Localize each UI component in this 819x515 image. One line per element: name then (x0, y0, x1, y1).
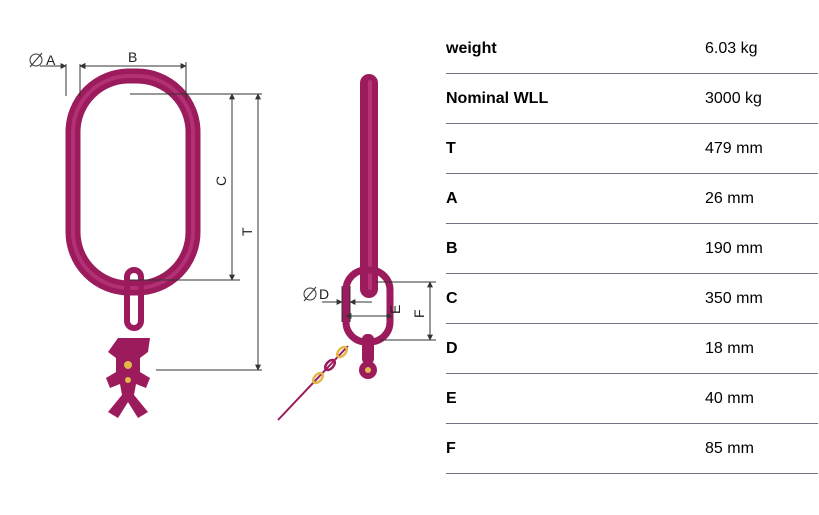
table-row: Nominal WLL 3000 kg (446, 73, 818, 124)
spec-value: 40 mm (705, 373, 818, 424)
table-row: B 190 mm (446, 223, 818, 274)
master-link-outer (65, 68, 201, 296)
table-row: A 26 mm (446, 173, 818, 224)
master-link-highlight (71, 74, 195, 290)
table-row: D 18 mm (446, 323, 818, 374)
label-e: E (387, 305, 403, 314)
label-t: T (239, 227, 255, 236)
front-dimensions (40, 62, 262, 371)
spec-key: T (446, 123, 705, 174)
label-dia-a: A (46, 52, 56, 68)
master-link-front-view (65, 68, 201, 418)
spec-value: 18 mm (705, 323, 818, 374)
spec-value: 85 mm (705, 423, 818, 474)
table-row: E 40 mm (446, 373, 818, 424)
technical-drawing: A B C T D E F (29, 49, 436, 421)
spec-key: weight (446, 24, 705, 74)
spec-key: B (446, 223, 705, 274)
side-link-bar-highlight (368, 80, 372, 290)
side-hook-pin (365, 367, 371, 373)
label-c: C (213, 176, 229, 186)
spec-table: weight 6.03 kg Nominal WLL 3000 kg T 479… (446, 24, 818, 474)
side-dimensions (322, 281, 436, 341)
chain-link-1 (335, 345, 349, 359)
diameter-a-symbol (29, 52, 43, 68)
chain-link-2 (323, 358, 337, 372)
label-dia-d: D (319, 286, 329, 302)
label-f: F (411, 309, 427, 318)
spec-value: 479 mm (705, 123, 818, 174)
spec-key: E (446, 373, 705, 424)
diameter-d-symbol (303, 286, 317, 302)
table-row: T 479 mm (446, 123, 818, 174)
side-coupler (362, 334, 374, 364)
spec-value: 26 mm (705, 173, 818, 224)
spec-value: 3000 kg (705, 73, 818, 124)
table-row: C 350 mm (446, 273, 818, 324)
spec-key: F (446, 423, 705, 474)
clutch-pin (124, 361, 132, 369)
chain-link-3 (311, 371, 325, 385)
spec-key: A (446, 173, 705, 224)
spec-value: 190 mm (705, 223, 818, 274)
table-row: F 85 mm (446, 423, 818, 474)
spec-value: 6.03 kg (705, 24, 818, 74)
label-b: B (128, 49, 137, 65)
spec-key: Nominal WLL (446, 73, 705, 124)
coupler-link (124, 267, 144, 331)
table-row: weight 6.03 kg (446, 24, 818, 74)
spec-key: D (446, 323, 705, 374)
spec-value: 350 mm (705, 273, 818, 324)
spec-key: C (446, 273, 705, 324)
master-link-side-view (277, 74, 394, 421)
clutch-pin-2 (125, 377, 131, 383)
